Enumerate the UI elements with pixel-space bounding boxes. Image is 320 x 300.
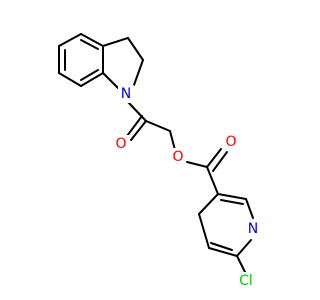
bond (145, 120, 171, 132)
bond (80, 33, 104, 47)
pyridine-ring (198, 193, 254, 273)
bond (126, 115, 143, 137)
bond (80, 69, 99, 81)
bond (130, 120, 147, 141)
bond (127, 101, 147, 122)
bond (206, 166, 219, 195)
bond (220, 199, 244, 205)
bond (186, 161, 208, 168)
svg-text:O: O (172, 149, 183, 165)
bond (102, 72, 119, 89)
bond (80, 72, 104, 87)
bond (236, 255, 246, 273)
pyrroline-ring (102, 37, 144, 89)
atom-o-carbonyl: O (113, 135, 129, 153)
svg-text:N: N (121, 86, 131, 102)
bond (217, 193, 247, 200)
atom-cl: Cl (236, 272, 256, 290)
bond (208, 247, 238, 257)
bond (245, 198, 254, 219)
svg-text:Cl: Cl (239, 273, 253, 289)
svg-text:O: O (225, 134, 236, 150)
bond (210, 242, 233, 251)
bond (169, 130, 176, 151)
bond (198, 193, 219, 215)
bond (133, 59, 144, 86)
bond (58, 72, 82, 87)
bond (236, 239, 252, 257)
svg-text:N: N (248, 221, 258, 237)
bond (102, 37, 129, 47)
atom-n-pyridine: N (245, 220, 261, 238)
structure-canvas: N O O O N Cl (58, 33, 261, 290)
bond (127, 37, 144, 61)
molecule-drawing: N O O O N Cl (58, 33, 261, 290)
bond (58, 33, 82, 47)
linker-chain (126, 101, 228, 195)
atom-n-indoline: N (118, 85, 134, 103)
atom-o-ester-carbonyl: O (223, 133, 239, 151)
bond (80, 39, 99, 50)
benzene-ring (58, 33, 104, 87)
atom-o-ester: O (170, 148, 186, 166)
bond (198, 213, 210, 249)
bond (212, 151, 228, 172)
svg-text:O: O (115, 136, 126, 152)
bond (206, 148, 222, 168)
